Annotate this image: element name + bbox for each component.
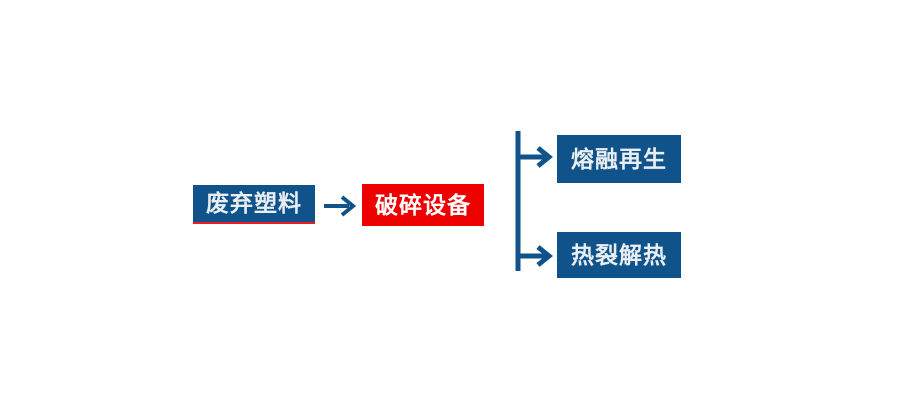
node-crusher[interactable]: 破碎设备 [362,184,484,226]
node-melt-regeneration[interactable]: 熔融再生 [557,135,681,183]
node-pyrolysis-label: 热裂解热 [571,241,667,268]
node-crusher-label: 破碎设备 [375,191,471,218]
node-melt-regeneration-label: 熔融再生 [571,145,667,172]
node-pyrolysis[interactable]: 热裂解热 [557,232,681,278]
connector-main-arrow [322,190,362,222]
bracket-split-icon [515,131,553,271]
node-waste-plastic-label: 废弃塑料 [206,190,302,216]
right-arrow-icon [324,195,357,217]
connector-branch-split [505,125,565,280]
node-waste-plastic[interactable]: 废弃塑料 [193,185,315,224]
